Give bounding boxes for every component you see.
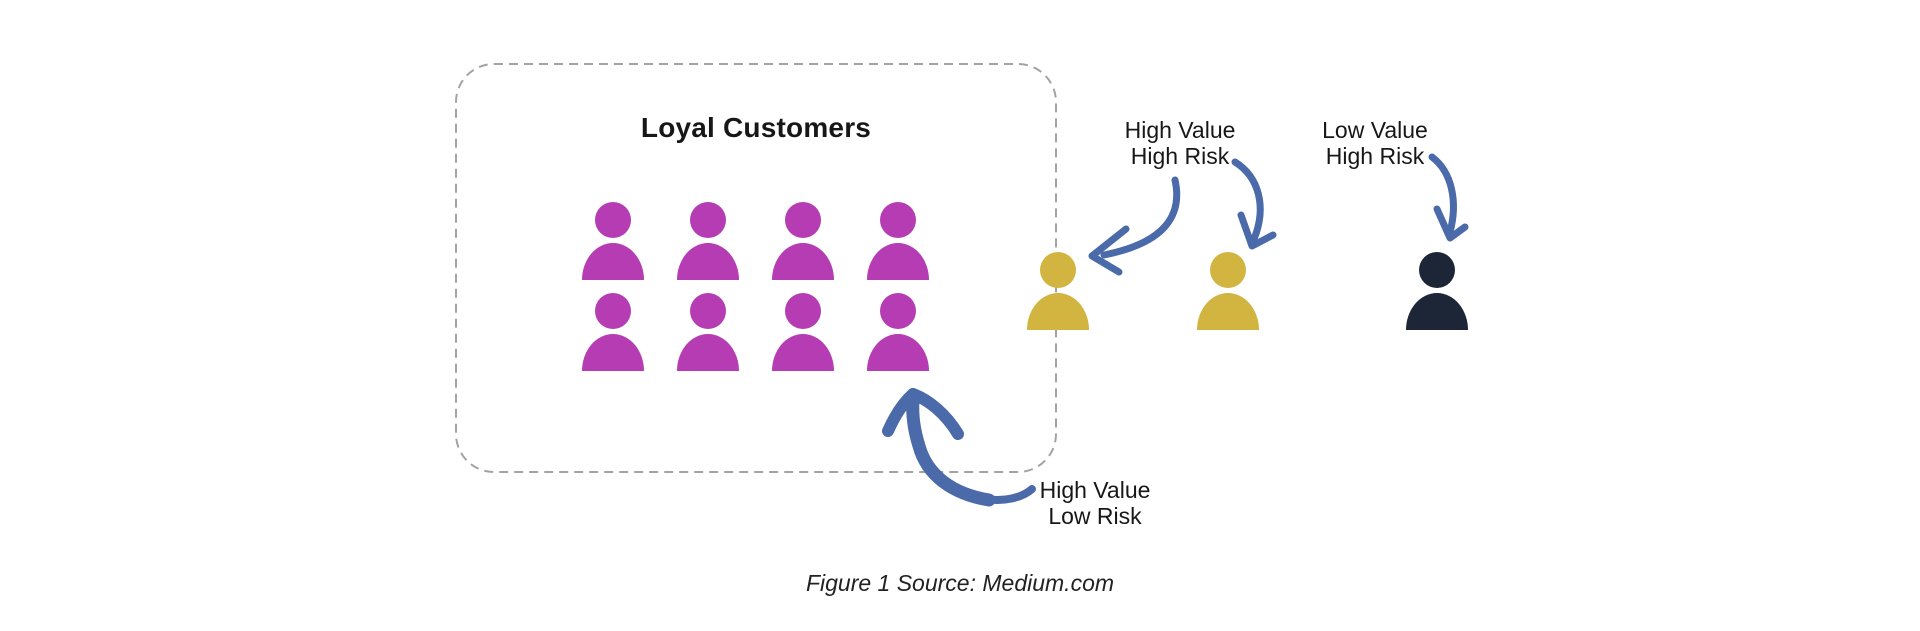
arrowhead-lvhr-to-navy <box>1433 205 1469 242</box>
person-icon <box>582 202 644 280</box>
person-torso <box>1197 293 1259 330</box>
arrowhead-hvlr-left-barb <box>882 388 919 437</box>
figure-caption: Figure 1 Source: Medium.com <box>805 570 1115 596</box>
label-high-value-low-risk: High Value Low Risk <box>985 477 1205 529</box>
arrowhead-hvhr-to-gold-2 <box>1237 211 1277 250</box>
person-torso <box>867 243 929 280</box>
label-high-value-high-risk: High Value High Risk <box>1070 117 1290 169</box>
person-head <box>690 293 726 329</box>
loyal-customers-title: Loyal Customers <box>640 112 872 143</box>
label-line: Low Risk <box>1048 503 1142 529</box>
loyal-customers-group <box>582 202 929 371</box>
label-line: High Value <box>1124 117 1236 143</box>
person-torso <box>1027 293 1089 330</box>
label-low-value-high-risk: Low Value High Risk <box>1265 117 1485 169</box>
person-torso <box>677 243 739 280</box>
person-icon <box>867 293 929 371</box>
person-icon <box>1197 252 1259 330</box>
person-head <box>880 293 916 329</box>
high-value-high-risk-group <box>1027 252 1259 330</box>
label-line: High Risk <box>1130 143 1230 169</box>
arrowhead-hvlr-right-barb <box>907 388 964 440</box>
person-icon <box>1027 252 1089 330</box>
person-icon <box>677 202 739 280</box>
person-head <box>1040 252 1076 288</box>
person-torso <box>582 243 644 280</box>
label-line: Low Value <box>1322 117 1428 143</box>
person-torso <box>582 334 644 371</box>
person-head <box>690 202 726 238</box>
label-line: High Value <box>1039 477 1151 503</box>
person-torso <box>677 334 739 371</box>
person-head <box>785 293 821 329</box>
low-value-high-risk-group <box>1406 252 1468 330</box>
person-head <box>785 202 821 238</box>
arrow-hvhr-to-gold-2 <box>1231 158 1264 243</box>
person-head <box>595 293 631 329</box>
person-head <box>595 202 631 238</box>
person-head <box>880 202 916 238</box>
label-line: High Risk <box>1325 143 1425 169</box>
person-torso <box>772 243 834 280</box>
arrow-hvlr-body <box>906 394 996 507</box>
arrow-hvhr-to-gold-1 <box>1100 176 1181 259</box>
person-torso <box>867 334 929 371</box>
person-icon <box>677 293 739 371</box>
person-icon <box>867 202 929 280</box>
person-icon <box>1406 252 1468 330</box>
person-icon <box>772 293 834 371</box>
person-torso <box>1406 293 1468 330</box>
person-head <box>1419 252 1455 288</box>
person-icon <box>772 202 834 280</box>
person-icon <box>582 293 644 371</box>
person-head <box>1210 252 1246 288</box>
person-torso <box>772 334 834 371</box>
